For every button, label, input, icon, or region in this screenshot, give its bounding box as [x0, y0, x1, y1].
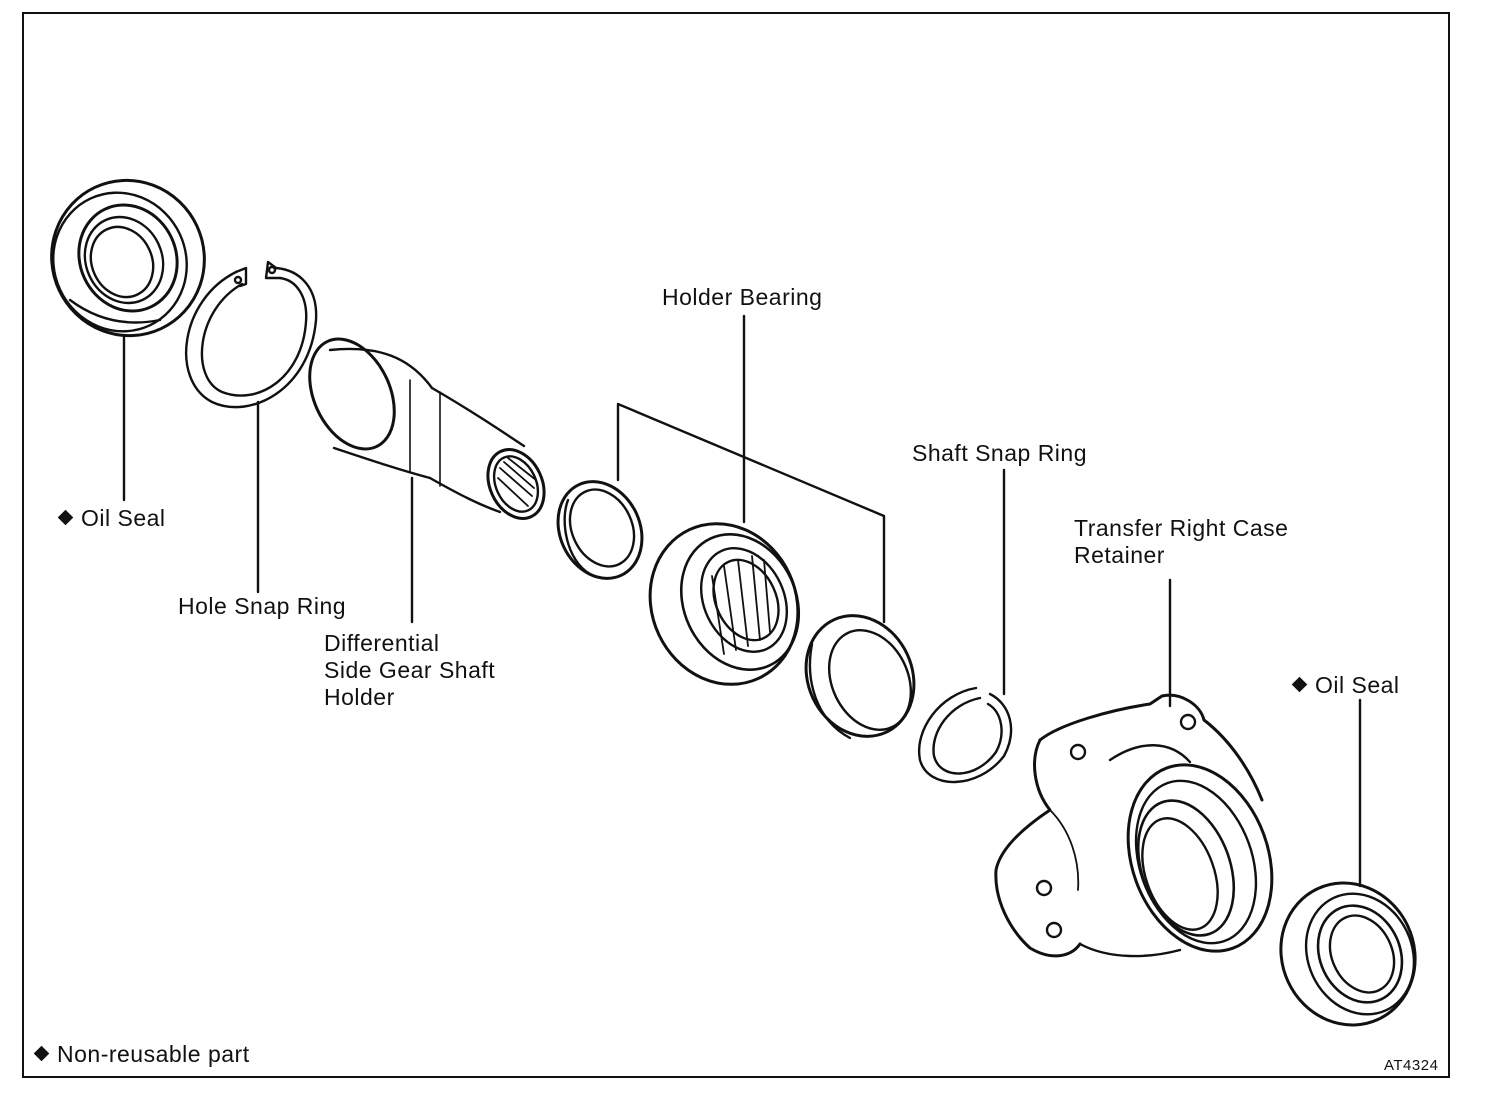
shaft-holder-part: [308, 337, 546, 520]
non-reusable-marker-icon: [33, 1045, 50, 1062]
oil-seal-left-part: [50, 178, 206, 338]
oil-seal-right-part: [1279, 881, 1417, 1027]
label-shaft-snap-ring: Shaft Snap Ring: [912, 440, 1088, 466]
non-reusable-marker-icon: [57, 509, 74, 526]
label-shaft-holder: Differential Side Gear Shaft Holder: [324, 630, 496, 710]
hole-snap-ring-part: [184, 260, 318, 409]
shaft-snap-ring-part: [917, 686, 1013, 784]
label-oil-seal-right: Oil Seal: [1291, 672, 1400, 699]
label-retainer: Transfer Right Case Retainer: [1074, 515, 1289, 568]
diagram-frame: [22, 12, 1450, 1078]
holder-bearing-part: [648, 522, 801, 686]
retainer-part: [994, 693, 1274, 958]
outer-race-part: [804, 614, 916, 740]
label-hole-snap-ring: Hole Snap Ring: [178, 593, 347, 619]
label-holder-bearing: Holder Bearing: [662, 284, 823, 310]
leader-bracket: [616, 402, 886, 624]
spacer-ring-part: [556, 480, 644, 580]
legend: Non-reusable part: [33, 1041, 250, 1068]
non-reusable-marker-icon: [1291, 676, 1308, 693]
figure-code: AT4324: [1384, 1057, 1439, 1074]
label-oil-seal-left: Oil Seal: [57, 505, 166, 532]
